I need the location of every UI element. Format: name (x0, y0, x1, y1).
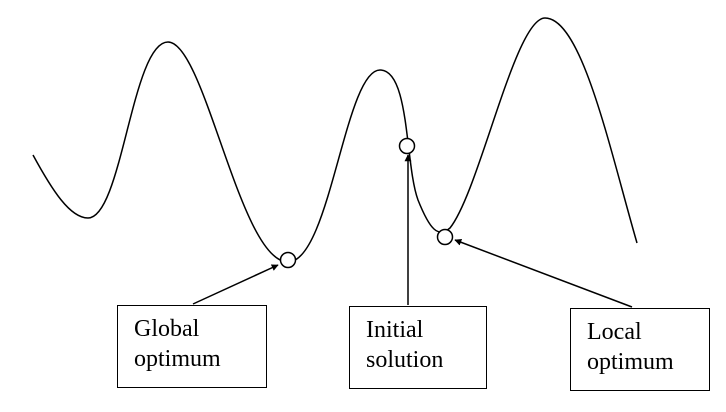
initial-solution-marker (398, 137, 416, 155)
global-optimum-marker (279, 251, 297, 269)
local-optimum-label-line1: Local (587, 319, 642, 345)
initial-solution-label-box: Initial solution (349, 306, 487, 389)
global-optimum-label-line2: optimum (134, 346, 221, 372)
local-optimum-arrow (454, 238, 633, 308)
landscape-curve (32, 17, 638, 263)
initial-solution-label-line2: solution (366, 347, 444, 373)
global-optimum-label-box: Global optimum (117, 305, 267, 388)
global-optimum-arrow (192, 264, 279, 305)
global-optimum-label-line1: Global (134, 316, 200, 342)
local-optimum-label-box: Local optimum (570, 308, 710, 391)
local-optimum-label-line2: optimum (587, 349, 674, 375)
local-optimum-marker (436, 228, 454, 246)
initial-solution-label-line1: Initial (366, 317, 424, 343)
